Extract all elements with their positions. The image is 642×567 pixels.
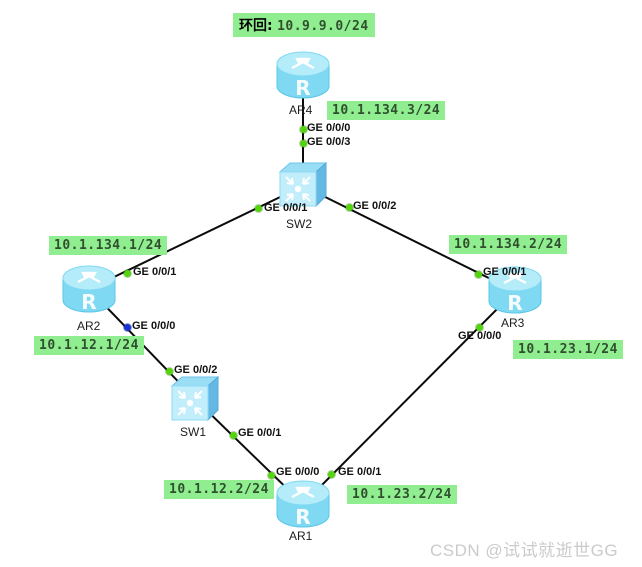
- svg-text:R: R: [507, 291, 522, 314]
- link-ar3-ar1: [302, 290, 516, 505]
- interface-label: GE 0/0/3: [307, 136, 351, 148]
- interface-status-dot: [300, 126, 307, 133]
- device-label-ar2: AR2: [77, 319, 101, 333]
- interface-status-dot: [300, 140, 307, 147]
- device-sw2[interactable]: [278, 161, 328, 213]
- interface-label: GE 0/0/1: [238, 427, 282, 439]
- watermark: CSDN @试试就逝世GG: [430, 541, 619, 560]
- ip-label: 10.1.23.2/24: [347, 485, 457, 504]
- device-label-ar3: AR3: [501, 316, 525, 330]
- interface-status-dot: [124, 324, 131, 331]
- switch-icon: [278, 161, 328, 208]
- interface-status-dot: [230, 432, 237, 439]
- loopback-prefix: 环回:: [239, 18, 273, 34]
- device-label-sw1: SW1: [180, 425, 207, 439]
- svg-text:R: R: [295, 76, 310, 99]
- interface-label: GE 0/0/2: [174, 364, 218, 376]
- device-label-sw2: SW2: [286, 217, 313, 231]
- interface-label: GE 0/0/1: [483, 266, 527, 278]
- interface-label: GE 0/0/1: [338, 466, 382, 478]
- interface-label: GE 0/0/0: [307, 122, 351, 134]
- interface-label: GE 0/0/0: [132, 320, 176, 332]
- interface-status-dot: [328, 471, 335, 478]
- device-label-ar4: AR4: [289, 103, 313, 117]
- interface-label: GE 0/0/1: [264, 202, 308, 214]
- router-icon: R: [276, 51, 330, 100]
- interface-label: GE 0/0/1: [133, 266, 177, 278]
- ip-label: 10.1.12.2/24: [164, 480, 274, 499]
- device-ar1[interactable]: R: [276, 480, 330, 533]
- interface-label: GE 0/0/0: [276, 466, 320, 478]
- router-icon: R: [62, 265, 116, 314]
- router-icon: R: [276, 480, 330, 529]
- device-sw1[interactable]: [170, 375, 220, 427]
- device-ar4[interactable]: R: [276, 51, 330, 104]
- interface-status-dot: [124, 270, 131, 277]
- svg-text:R: R: [81, 290, 96, 313]
- interface-status-dot: [166, 368, 173, 375]
- interface-status-dot: [255, 205, 262, 212]
- ip-label: 10.1.134.1/24: [49, 236, 168, 255]
- loopback-value: 10.9.9.0/24: [277, 19, 369, 34]
- interface-status-dot: [476, 324, 483, 331]
- loopback-label: 环回: 10.9.9.0/24: [233, 13, 375, 37]
- device-ar3[interactable]: R: [488, 266, 542, 319]
- ip-label: 10.1.23.1/24: [513, 340, 623, 359]
- device-ar2[interactable]: R: [62, 265, 116, 318]
- ip-label: 10.1.134.2/24: [449, 235, 568, 254]
- ip-label: 10.1.134.3/24: [327, 101, 446, 120]
- svg-text:R: R: [295, 505, 310, 528]
- interface-status-dot: [268, 472, 275, 479]
- ip-label: 10.1.12.1/24: [34, 336, 144, 355]
- device-label-ar1: AR1: [289, 529, 313, 543]
- interface-status-dot: [475, 271, 482, 278]
- switch-icon: [170, 375, 220, 422]
- interface-status-dot: [346, 204, 353, 211]
- router-icon: R: [488, 266, 542, 315]
- interface-label: GE 0/0/2: [353, 200, 397, 212]
- interface-label: GE 0/0/0: [458, 330, 502, 342]
